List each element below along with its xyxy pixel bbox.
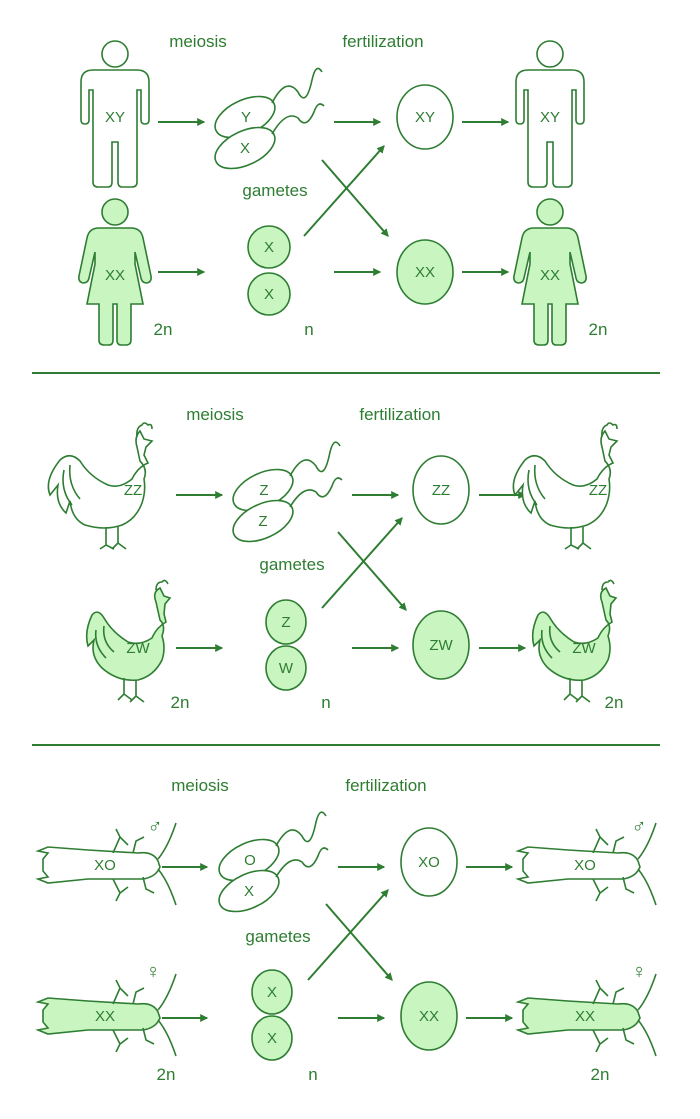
offspring-male-genotype: XO [574, 857, 596, 874]
zygote-female [396, 239, 454, 305]
ploidy-diploid-label: 2n [591, 1065, 610, 1084]
offspring-female-genotype: ZW [572, 640, 596, 657]
fertilization-label: fertilization [359, 405, 440, 424]
parent-female-genotype: XX [95, 1008, 115, 1025]
offspring-male-genotype: ZZ [589, 482, 607, 499]
cross-arrow [303, 145, 385, 237]
parent-male-genotype: XY [105, 109, 125, 126]
meiosis-label: meiosis [169, 32, 227, 51]
parent-male-genotype: XO [94, 857, 116, 874]
female-gamete-2: X [264, 286, 274, 303]
fertilization-label: fertilization [345, 776, 426, 795]
cross-arrow [325, 903, 393, 981]
female-gamete-2: W [279, 660, 294, 677]
female-gamete-2: X [267, 1030, 277, 1047]
zygote-male [396, 84, 454, 150]
section-xo: meiosis fertilization XO ♂ XX ♀ O X game… [35, 776, 657, 1084]
male-gamete-2: X [244, 883, 254, 900]
offspring-female-genotype: XX [540, 267, 560, 284]
zygote-male-genotype: XY [415, 109, 435, 126]
ploidy-haploid-label: n [304, 320, 313, 339]
zygote-male-genotype: ZZ [432, 482, 450, 499]
male-gamete-1: Z [259, 482, 268, 499]
male-symbol: ♂ [632, 816, 647, 838]
meiosis-label: meiosis [171, 776, 229, 795]
cross-arrow [337, 531, 407, 611]
zygote-female [400, 981, 458, 1051]
egg-cells: Z W [265, 599, 307, 691]
section-xy: meiosis fertilization XY XX Y X gametes … [78, 32, 608, 346]
grasshopper-male-parent [35, 822, 177, 906]
zygote-female [412, 610, 470, 680]
female-symbol: ♀ [146, 961, 161, 983]
sperm-cells: Y X [214, 67, 325, 170]
zygote-female-genotype: XX [419, 1008, 439, 1025]
zygote-female-genotype: ZW [429, 637, 453, 654]
male-gamete-2: Z [258, 513, 267, 530]
female-symbol: ♀ [632, 961, 647, 983]
offspring-female-genotype: XX [575, 1008, 595, 1025]
gametes-label: gametes [245, 927, 310, 946]
grasshopper-male-offspring [515, 822, 657, 906]
gametes-label: gametes [242, 181, 307, 200]
ploidy-diploid-label: 2n [157, 1065, 176, 1084]
gametes-label: gametes [259, 555, 324, 574]
female-gamete-1: Z [281, 614, 290, 631]
parent-male-genotype: ZZ [124, 482, 142, 499]
zygote-male [400, 827, 458, 897]
male-gamete-1: O [244, 852, 256, 869]
fertilization-label: fertilization [342, 32, 423, 51]
section-zw: meiosis fertilization ZZ ZW Z Z gametes … [47, 405, 624, 712]
offspring-male-genotype: XY [540, 109, 560, 126]
cross-arrow [307, 889, 389, 981]
ploidy-diploid-label: 2n [171, 693, 190, 712]
cross-arrow [321, 159, 389, 237]
ploidy-haploid-label: n [308, 1065, 317, 1084]
ploidy-haploid-label: n [321, 693, 330, 712]
ploidy-diploid-label: 2n [589, 320, 608, 339]
female-gamete-1: X [264, 239, 274, 256]
female-gamete-1: X [267, 984, 277, 1001]
cross-arrow [321, 517, 403, 609]
grasshopper-female-offspring [515, 973, 657, 1057]
sperm-cells: Z Z [232, 441, 343, 543]
grasshopper-female-parent [35, 973, 177, 1057]
sperm-cells: O X [218, 811, 329, 913]
male-gamete-2: X [240, 140, 250, 157]
ploidy-diploid-label: 2n [605, 693, 624, 712]
zygote-male-genotype: XO [418, 854, 440, 871]
zygote-female-genotype: XX [415, 264, 435, 281]
egg-cells: X X [247, 225, 291, 316]
male-symbol: ♂ [148, 816, 163, 838]
egg-cells: X X [251, 969, 293, 1061]
male-gamete-1: Y [241, 109, 251, 126]
zygote-male [412, 455, 470, 525]
parent-female-genotype: ZW [126, 640, 150, 657]
ploidy-diploid-label: 2n [154, 320, 173, 339]
parent-female-genotype: XX [105, 267, 125, 284]
meiosis-label: meiosis [186, 405, 244, 424]
